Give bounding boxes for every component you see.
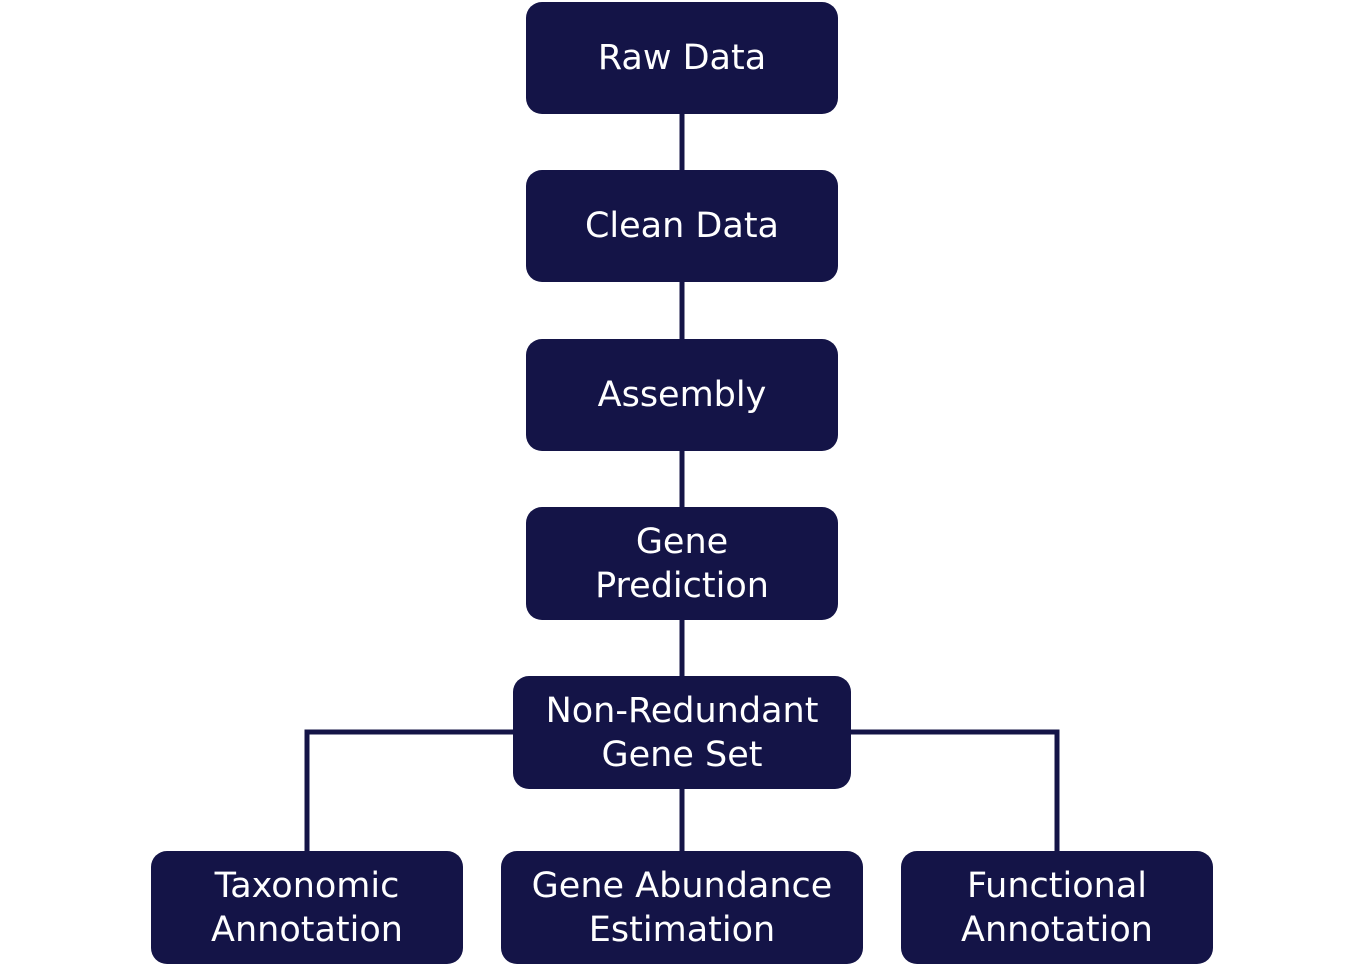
node-label: Assembly (597, 375, 767, 415)
node-raw-data: Raw Data (526, 2, 838, 114)
node-label-line-1: Gene Abundance (531, 865, 833, 906)
connector-nr-taxonomic (304, 729, 513, 851)
node-label: Clean Data (584, 206, 780, 246)
node-functional-annotation: Functional Annotation (901, 851, 1213, 964)
node-label: Raw Data (597, 38, 767, 78)
node-label-line-1: Functional (966, 865, 1148, 906)
node-label-line-2: Annotation (211, 909, 403, 950)
node-label-line-2: Gene Set (601, 734, 763, 775)
node-non-redundant-gene-set: Non-Redundant Gene Set (513, 676, 851, 789)
node-label-line-2: Prediction (595, 565, 769, 606)
node-clean-data: Clean Data (526, 170, 838, 282)
node-label-line-1: Gene (635, 521, 729, 562)
node-gene-prediction: Gene Prediction (526, 507, 838, 620)
node-gene-abundance-estimation: Gene Abundance Estimation (501, 851, 863, 964)
node-assembly: Assembly (526, 339, 838, 451)
node-label-line-1: Taxonomic (214, 865, 400, 906)
node-taxonomic-annotation: Taxonomic Annotation (151, 851, 463, 964)
node-label-line-1: Non-Redundant (545, 690, 819, 731)
connector-nr-functional (851, 729, 1060, 851)
node-label-line-2: Estimation (588, 909, 776, 950)
node-label-line-2: Annotation (961, 909, 1153, 950)
